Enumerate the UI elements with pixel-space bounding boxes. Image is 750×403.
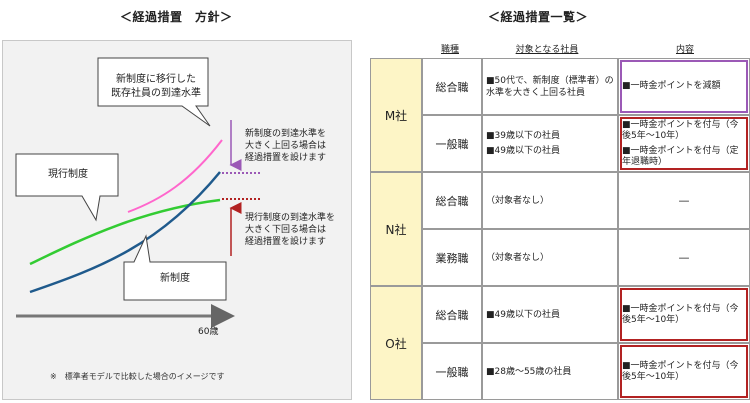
transition-line	[127, 139, 223, 213]
cell-line: ■50代で、新制度（標準者）の水準を大きく上回る社員	[486, 75, 614, 98]
content-cell: ■一時金ポイントを減額	[618, 58, 750, 115]
target-cell: ■50代で、新制度（標準者）の水準を大きく上回る社員	[482, 58, 618, 115]
job-type-cell: 総合職	[422, 172, 482, 229]
left-title: ＜経過措置 方針＞	[120, 10, 233, 24]
target-cell: （対象者なし）	[482, 172, 618, 229]
target-cell: ■39歳以下の社員 ■49歳以下の社員	[482, 115, 618, 172]
cell-line: ■一時金ポイントを付与（今後5年～10年）	[622, 119, 739, 141]
callout-new-transition	[97, 57, 211, 127]
callout-current-text: 現行制度	[48, 169, 88, 180]
cell-line: （対象者なし）	[486, 252, 550, 263]
cell-line: —	[678, 194, 690, 207]
header-job-type: 職種	[440, 45, 459, 55]
current-system-line	[29, 198, 221, 266]
header-target: 対象となる社員	[515, 45, 579, 55]
highlight-box-red	[620, 345, 748, 398]
cell-line: —	[678, 251, 690, 264]
target-cell: ■49歳以下の社員	[482, 286, 618, 343]
job-type-cell: 総合職	[422, 58, 482, 115]
footnote: ※ 標準者モデルで比較した場合のイメージです	[50, 372, 225, 381]
target-cell: ■28歳～55歳の社員	[482, 343, 618, 400]
upper-note: 新制度の到達水準を 大きく上回る場合は 経過措置を設けます	[245, 129, 327, 163]
cell-line: ■一時金ポイントを付与（今後5年～10年）	[622, 360, 739, 382]
target-cell: （対象者なし）	[482, 229, 618, 286]
cell-line: ■一時金ポイントを付与（定年退職時）	[622, 145, 739, 167]
company-cell: M社	[370, 58, 422, 172]
cell-line: （対象者なし）	[486, 195, 550, 206]
lower-note: 現行制度の到達水準を 大きく下回る場合は 経過措置を設けます	[245, 213, 336, 247]
cell-line: ■39歳以下の社員	[486, 131, 560, 141]
cell-line: ■49歳以下の社員	[486, 309, 560, 320]
job-type-cell: 業務職	[422, 229, 482, 286]
callout-new-text: 新制度	[160, 273, 190, 284]
new-system-line	[29, 171, 221, 294]
callout-new-transition-text: 新制度に移行した 既存社員の到達水準	[111, 74, 201, 99]
highlight-box-purple	[620, 60, 748, 113]
highlight-box-red	[620, 117, 748, 170]
callout-current	[15, 153, 119, 222]
job-type-cell: 一般職	[422, 343, 482, 400]
job-type-cell: 総合職	[422, 286, 482, 343]
table-header: 職種 対象となる社員 内容	[370, 42, 750, 58]
company-cell: N社	[370, 172, 422, 286]
job-type-cell: 一般職	[422, 115, 482, 172]
content-cell: —	[618, 229, 750, 286]
cell-line: ■28歳～55歳の社員	[486, 366, 572, 377]
callout-new	[123, 234, 227, 301]
highlight-box-red	[620, 288, 748, 341]
content-cell: ■一時金ポイントを付与（今後5年～10年） ■一時金ポイントを付与（定年退職時）	[618, 115, 750, 172]
age-label: 60歳	[198, 327, 219, 337]
cell-line: ■一時金ポイントを減額	[622, 81, 721, 91]
company-cell: O社	[370, 286, 422, 400]
cell-line: ■49歳以下の社員	[486, 146, 560, 156]
diagram-svg	[15, 57, 262, 328]
content-cell: —	[618, 172, 750, 229]
right-title: ＜経過措置一覧＞	[488, 10, 589, 24]
header-content: 内容	[675, 45, 694, 55]
cell-line: ■一時金ポイントを付与（今後5年～10年）	[622, 303, 739, 325]
content-cell: ■一時金ポイントを付与（今後5年～10年）	[618, 286, 750, 343]
diagram-panel	[2, 40, 352, 400]
